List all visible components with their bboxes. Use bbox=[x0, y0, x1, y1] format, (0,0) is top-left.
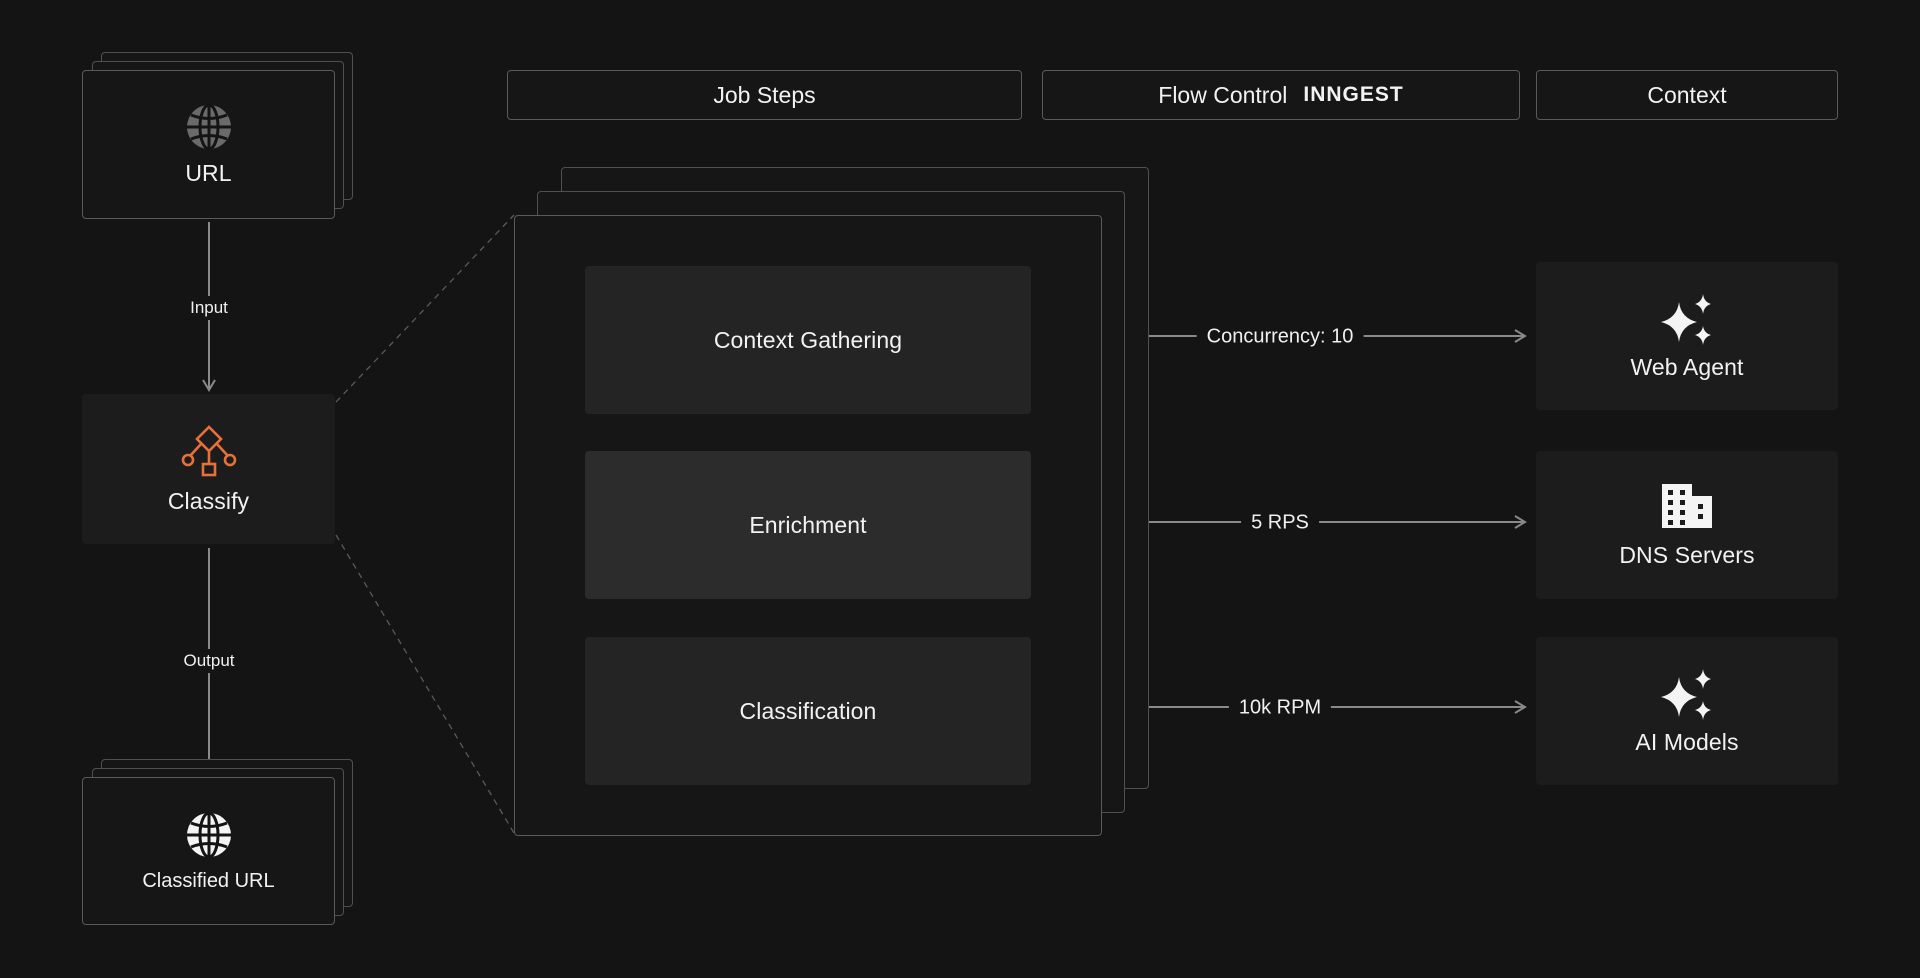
rate-label-rps: 5 RPS bbox=[1241, 509, 1319, 537]
context-ai-models: AI Models bbox=[1536, 637, 1838, 785]
classified-url-label: Classified URL bbox=[142, 869, 275, 892]
output-edge-label: Output bbox=[175, 649, 243, 673]
inngest-logo: INNGEST bbox=[1303, 83, 1404, 106]
header-context-label: Context bbox=[1647, 81, 1727, 108]
step-enrichment: Enrichment bbox=[585, 451, 1031, 599]
workflow-icon bbox=[181, 424, 236, 476]
url-node-label: URL bbox=[185, 160, 232, 186]
classify-node: Classify bbox=[82, 394, 335, 544]
context-dns-servers: DNS Servers bbox=[1536, 451, 1838, 599]
step-classification: Classification bbox=[585, 637, 1031, 785]
step-label: Enrichment bbox=[749, 511, 867, 538]
step-context-gathering: Context Gathering bbox=[585, 266, 1031, 414]
sparkles-icon bbox=[1661, 293, 1711, 345]
step-label: Classification bbox=[739, 697, 877, 724]
context-label: DNS Servers bbox=[1619, 541, 1755, 568]
zoom-line-top bbox=[335, 214, 515, 403]
globe-icon bbox=[186, 103, 231, 151]
input-edge-label: Input bbox=[182, 296, 236, 320]
header-context: Context bbox=[1536, 70, 1838, 120]
header-job-steps: Job Steps bbox=[507, 70, 1022, 120]
header-job-steps-label: Job Steps bbox=[713, 81, 816, 108]
header-flow-control-label: Flow Control bbox=[1158, 81, 1288, 108]
classified-url-node: Classified URL bbox=[82, 777, 335, 925]
context-label: AI Models bbox=[1635, 728, 1739, 755]
context-web-agent: Web Agent bbox=[1536, 262, 1838, 410]
url-node: URL bbox=[82, 70, 335, 219]
step-label: Context Gathering bbox=[713, 326, 903, 353]
classify-node-label: Classify bbox=[167, 487, 250, 514]
rate-label-rpm: 10k RPM bbox=[1228, 694, 1332, 722]
rate-label-concurrency: Concurrency: 10 bbox=[1196, 323, 1364, 351]
building-icon bbox=[1662, 483, 1712, 528]
globe-icon bbox=[186, 811, 231, 858]
header-flow-control: Flow Control INNGEST bbox=[1042, 70, 1520, 120]
zoom-line-bottom bbox=[335, 534, 515, 834]
context-label: Web Agent bbox=[1630, 353, 1744, 380]
sparkles-icon bbox=[1661, 668, 1711, 720]
